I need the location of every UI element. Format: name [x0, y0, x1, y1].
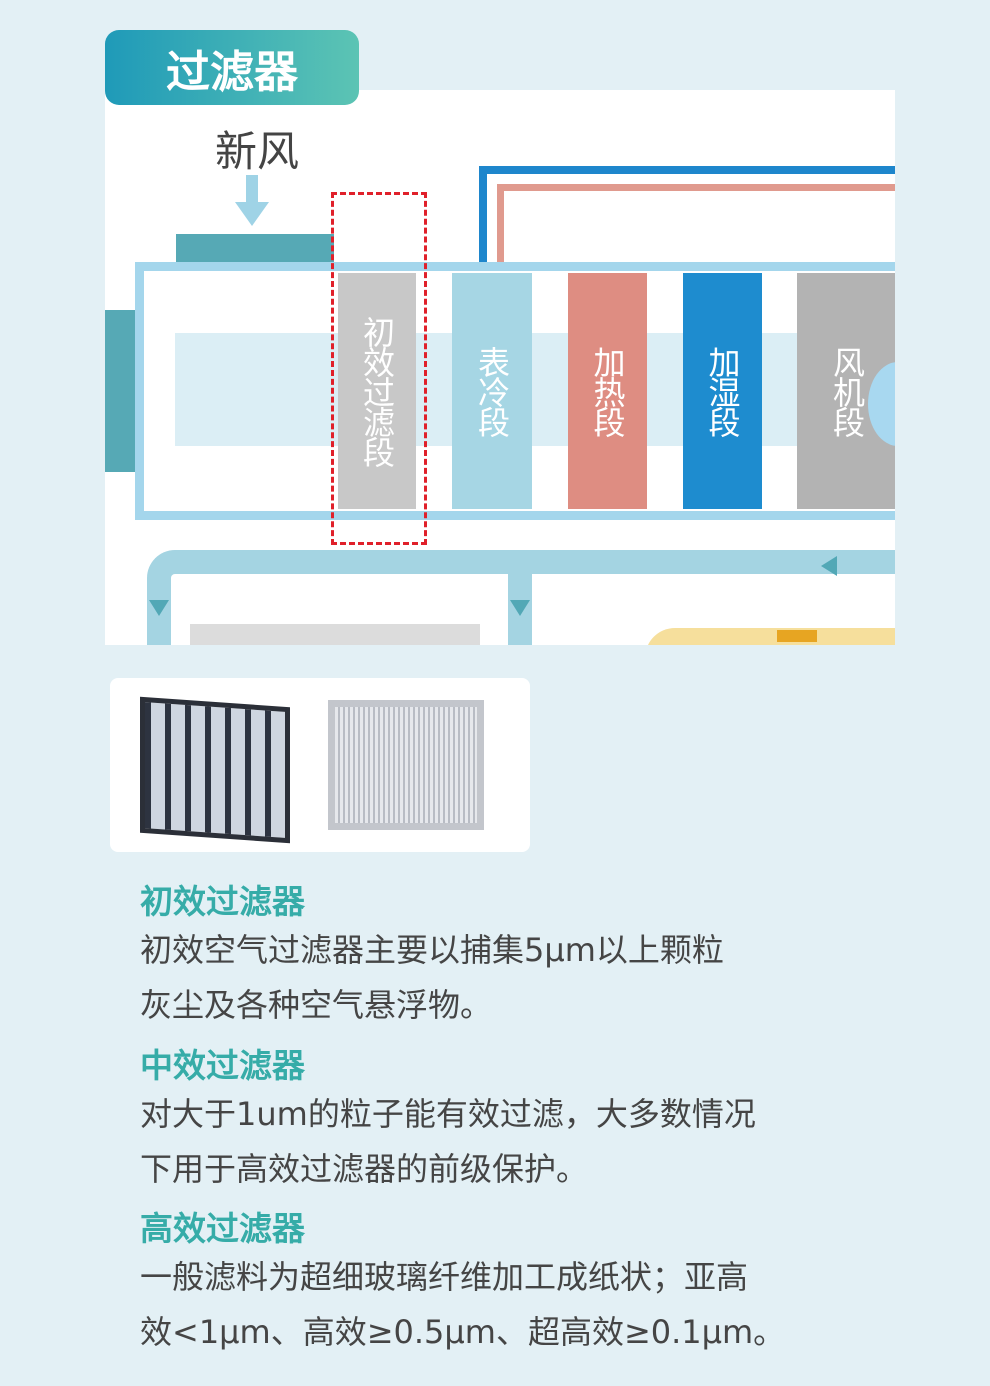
body-hepa-filter: 一般滤料为超细玻璃纤维加工成纸状；亚高效<1μm、高效≥0.5μm、超高效≥0.…: [140, 1250, 900, 1360]
arrow-left-icon: [821, 556, 837, 576]
side-duct: [105, 310, 137, 472]
filter-photos: [110, 678, 530, 852]
segment-heating: 加热段: [568, 273, 647, 509]
body-line: 下用于高效过滤器的前级保护。: [140, 1150, 589, 1188]
section-title: 过滤器: [105, 30, 359, 105]
highlight-box: [331, 192, 427, 545]
arrow-down-icon: [510, 600, 530, 616]
segment-cooling: 表冷段: [452, 273, 532, 509]
body-line: 对大于1um的粒子能有效过滤，大多数情况: [140, 1095, 756, 1133]
orange-arrow-icon: [777, 630, 817, 642]
body-medium-filter: 对大于1um的粒子能有效过滤，大多数情况下用于高效过滤器的前级保护。: [140, 1087, 900, 1197]
intake-duct: [176, 234, 334, 262]
yellow-unit: [645, 628, 895, 645]
body-line: 灰尘及各种空气悬浮物。: [140, 986, 493, 1024]
body-line: 初效空气过滤器主要以捕集5μm以上颗粒: [140, 931, 724, 969]
airflow-band: [175, 333, 895, 446]
body-primary-filter: 初效空气过滤器主要以捕集5μm以上颗粒灰尘及各种空气悬浮物。: [140, 923, 900, 1033]
red-pipe: [497, 184, 895, 266]
grey-unit: [190, 624, 480, 645]
heading-primary-filter: 初效过滤器: [140, 882, 305, 921]
arrow-down-icon: [246, 175, 258, 205]
body-line: 一般滤料为超细玻璃纤维加工成纸状；亚高: [140, 1258, 749, 1296]
hepa-filter-image: [328, 700, 484, 830]
segment-primary-filter: 初效过滤段: [338, 273, 416, 509]
bag-filter-image: [140, 696, 290, 844]
heading-medium-filter: 中效过滤器: [140, 1046, 305, 1085]
segment-humidify: 加湿段: [683, 273, 762, 509]
return-duct: [147, 550, 895, 645]
arrow-down-icon: [235, 202, 269, 226]
heading-hepa-filter: 高效过滤器: [140, 1209, 305, 1248]
body-line: 效<1μm、高效≥0.5μm、超高效≥0.1μm。: [140, 1313, 786, 1351]
arrow-down-icon: [149, 600, 169, 616]
blue-pipe: [479, 166, 895, 266]
ahu-diagram: 新风 初效过滤段 表冷段 加热段 加湿段 风机段: [105, 90, 895, 645]
fresh-air-label: 新风: [215, 127, 300, 176]
